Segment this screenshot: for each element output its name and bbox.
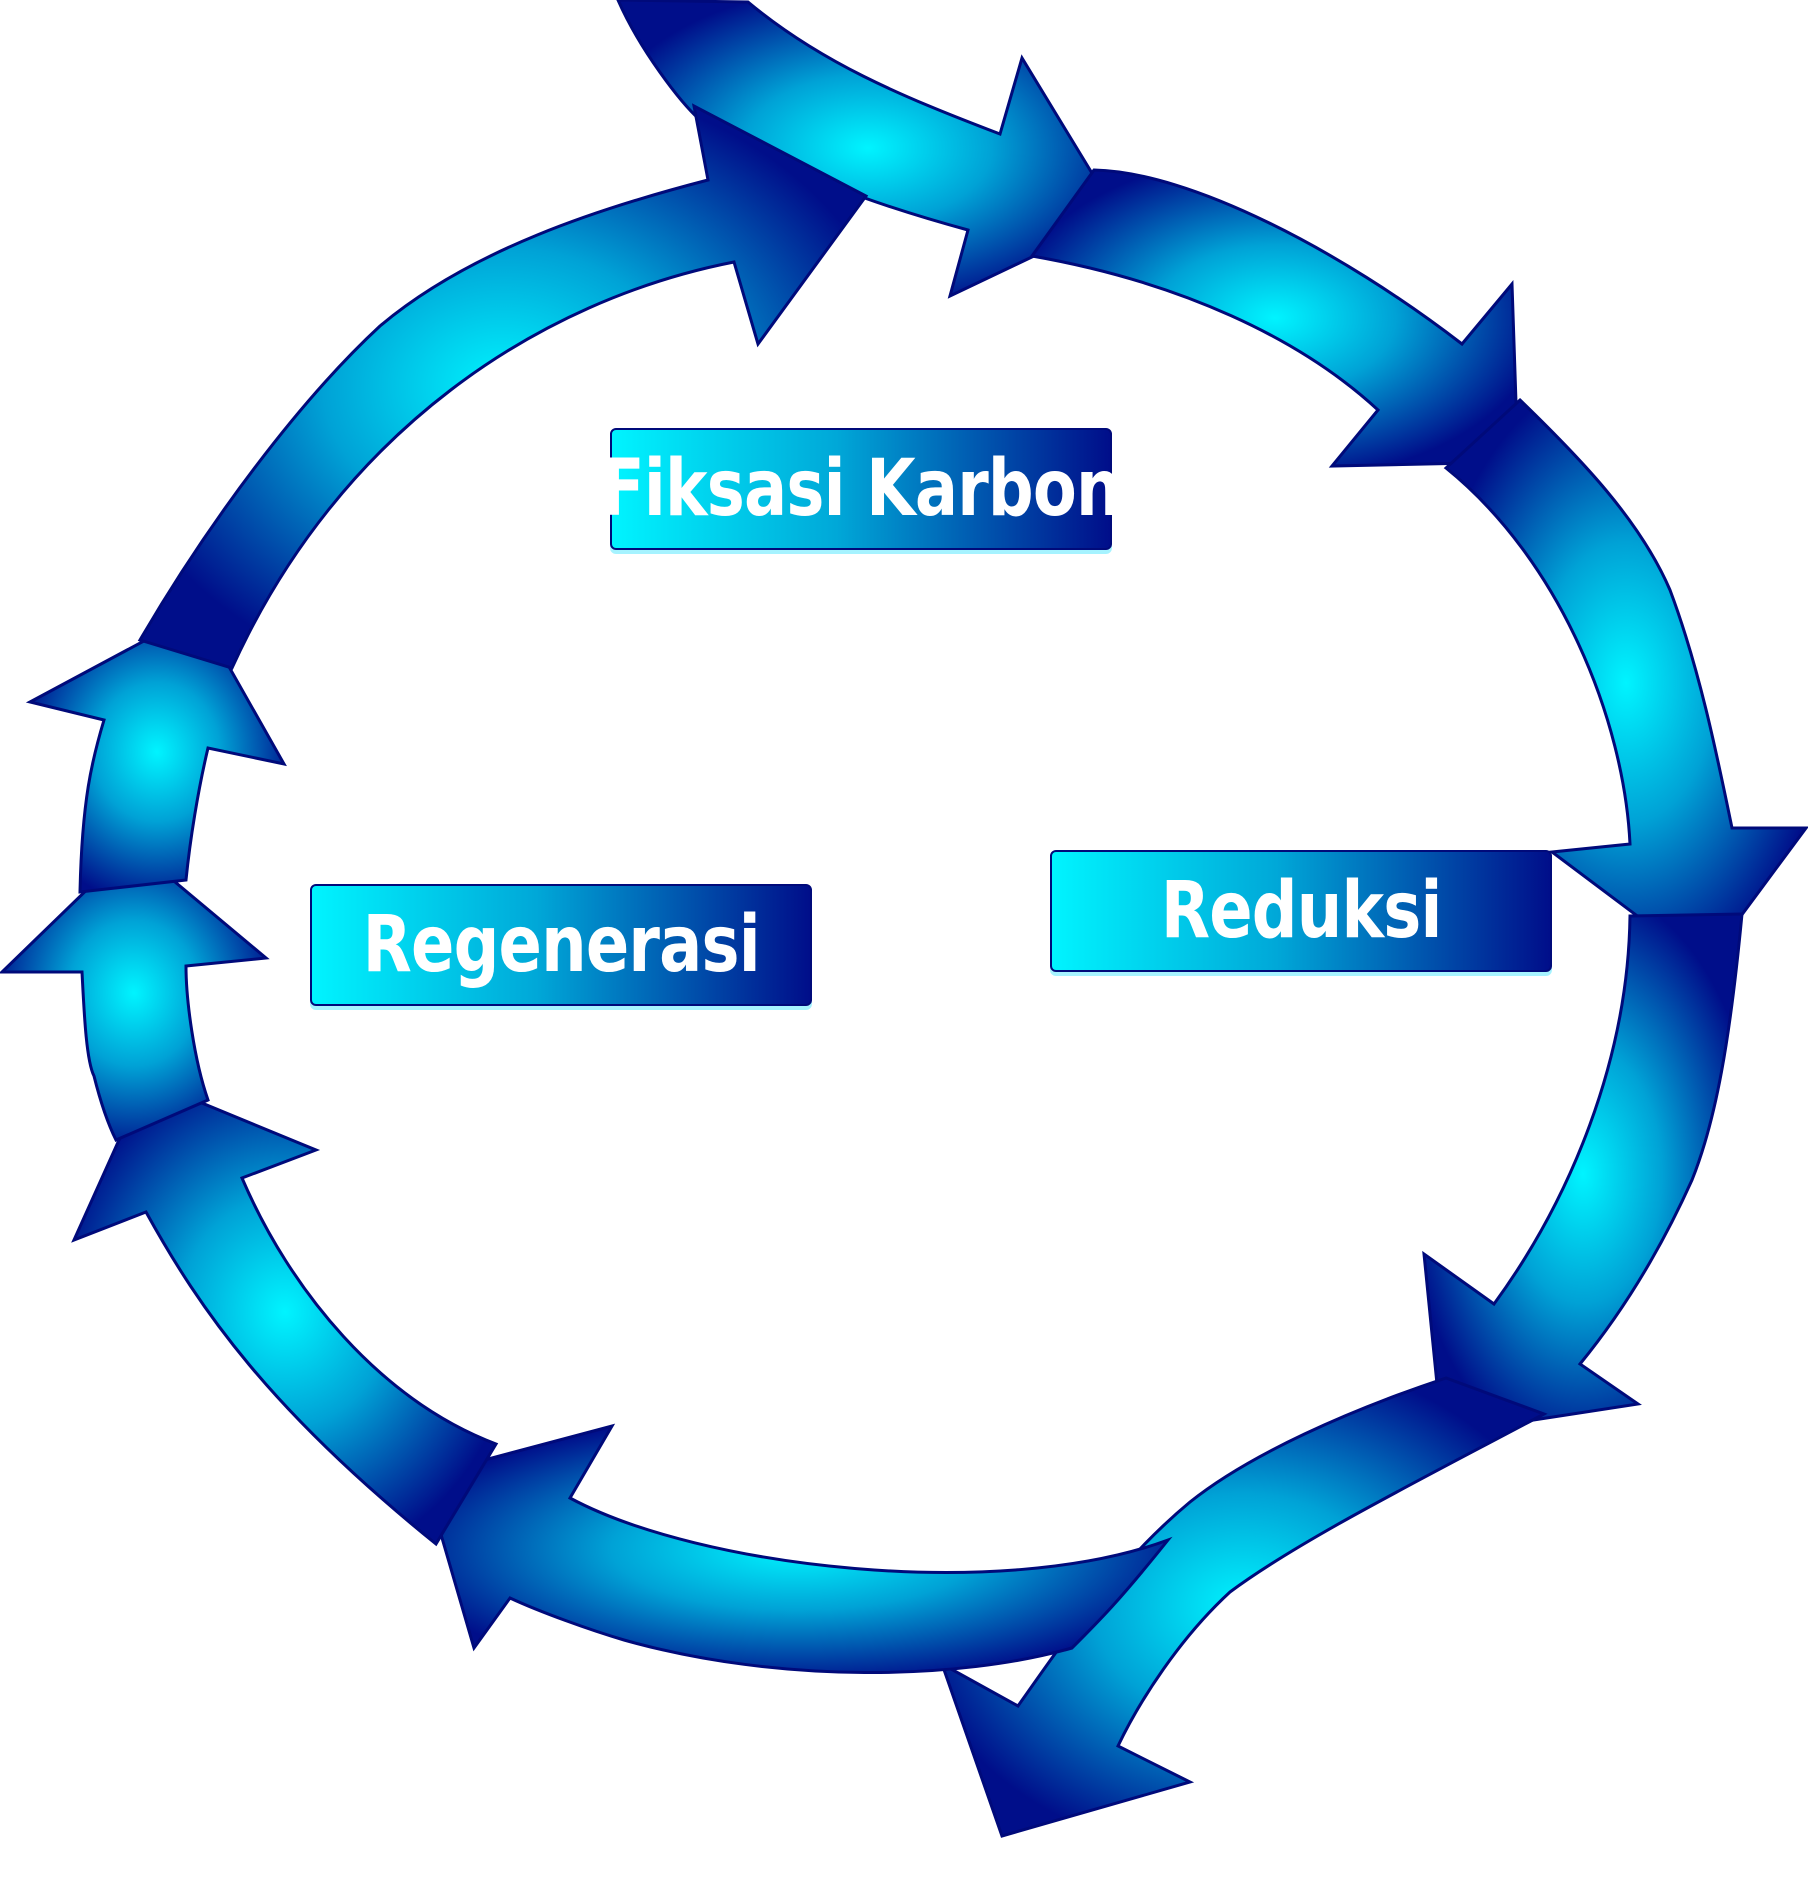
label-regeneration: Regenerasi (310, 884, 812, 1006)
cycle-arrow-3 (1443, 397, 1808, 969)
cycle-arrow-4 (1422, 912, 1744, 1436)
cycle-arrow-6 (422, 1423, 1173, 1674)
label-regeneration-text: Regenerasi (362, 900, 760, 990)
label-fixation: Fiksasi Karbon (601, 428, 1122, 550)
label-reduction: Reduksi (1050, 850, 1552, 972)
cycle-arrow-7 (71, 1078, 499, 1547)
cycle-arrow-8 (0, 843, 270, 1142)
label-fixation-text: Fiksasi Karbon (601, 444, 1122, 534)
cycle-arrow-1 (616, 0, 1121, 299)
label-reduction-text: Reduksi (1160, 866, 1443, 956)
cycle-arrow-5 (939, 1376, 1548, 1838)
cycle-arrow-10 (137, 103, 869, 670)
cycle-arrow-2 (1029, 168, 1520, 468)
cycle-arrow-9 (25, 609, 287, 894)
